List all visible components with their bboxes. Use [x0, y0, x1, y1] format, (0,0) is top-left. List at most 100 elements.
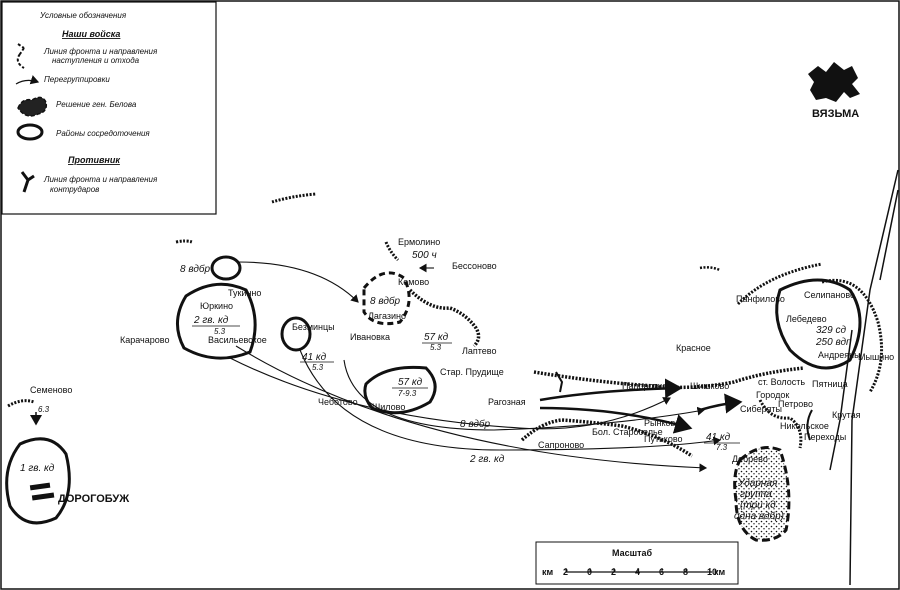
legend-title: Условные обозначения [39, 11, 127, 20]
area-329sd [775, 278, 862, 370]
place-star-prudishche: Стар. Прудище [440, 367, 504, 377]
place-bol-staroselye: Бол. Староселье [592, 427, 663, 437]
enemy-line [758, 399, 803, 449]
scale-frame [535, 541, 739, 585]
strike-group-area [733, 446, 791, 542]
legend-enemy-2: контрударов [50, 185, 99, 194]
vyazma-city: ВЯЗЬМА [808, 62, 860, 120]
dorogobuzh-block [31, 492, 55, 501]
scale-tick-label: 6 [659, 567, 664, 577]
vyazma-label: ВЯЗЬМА [812, 108, 859, 120]
enemy-strike-arrow [806, 409, 813, 441]
place-rynkovo: Рынково [644, 418, 680, 428]
unit-2gvkd-s: 2 гв. кд [469, 454, 505, 465]
area-1gvkd [5, 437, 71, 525]
legend-concentration: Районы сосредоточения [56, 129, 150, 138]
legend-belov: Решение ген. Белова [56, 100, 137, 109]
place-shilovo: Шилово [372, 402, 405, 412]
scale-unit-left: км [542, 567, 554, 577]
legend-enemy-header: Противник [68, 155, 120, 165]
unit-labels: 8 вдбр 2 гв. кд 5.3 41 кд 5.3 500 ч 8 вд… [20, 250, 852, 522]
scale-tick-label: 8 [683, 567, 688, 577]
regroup-arrow [299, 349, 722, 451]
place-ivanovka: Ивановка [350, 332, 390, 342]
place-vasilevskoe: Васильевское [208, 335, 267, 345]
regroup-arrow [229, 357, 671, 430]
concentration-symbol [16, 123, 44, 141]
attack-arrow [699, 393, 743, 414]
unit-500: 500 ч [412, 250, 437, 261]
enemy-line [7, 399, 35, 408]
place-st-volost: ст. Волость [758, 377, 805, 387]
enemy-line [736, 262, 823, 306]
place-pyatnitsa: Пятница [812, 379, 848, 389]
railway-line [849, 169, 899, 586]
legend-front-line-1: Линия фронта и направления [43, 47, 158, 56]
enemy-lines [7, 192, 884, 458]
unit-6-3: 6.3 [38, 405, 50, 414]
place-paporotnoe: Папоротное [622, 381, 672, 391]
unit-250vdp: 250 вдп [815, 337, 852, 348]
scale-unit-right: км [714, 567, 726, 577]
enemy-line-symbol [20, 171, 35, 193]
unit-8vdbr-center: 8 вдбр [370, 295, 400, 307]
enemy-line [271, 192, 317, 204]
front-line-symbol [16, 43, 25, 69]
unit-41kd-e-date: 7.3 [716, 443, 728, 452]
enemy-line [699, 266, 721, 272]
concentration-areas [5, 255, 862, 525]
unit-1gvkd: 1 гв. кд [20, 463, 55, 474]
legend-enemy-1: Линия фронта и направления [43, 175, 158, 184]
legend: Условные обозначения Наши войска Линия ф… [1, 1, 217, 215]
place-siberyaty: Сиберяты [740, 404, 782, 414]
place-debrevo: Дебрево [732, 454, 768, 464]
scale-tick-label: 2 [563, 567, 568, 577]
place-karacharovo: Карачарово [120, 335, 169, 345]
enemy-line [384, 241, 400, 262]
enemy-line [408, 288, 481, 348]
strike-group-line-2: группа [740, 489, 772, 500]
scale-tick-label: 4 [635, 567, 640, 577]
place-lagazino: Лагазино [368, 311, 406, 321]
unit-2gvkd-date: 5.3 [214, 327, 226, 336]
unit-57kd-a: 57 кд [424, 332, 449, 343]
place-myshino: Мышино [858, 352, 894, 362]
place-nikolskoe: Никольское [780, 421, 829, 431]
strike-group-line-4: одна вдбр) [734, 510, 784, 522]
regrouping-symbol [15, 75, 40, 85]
area-8vdbr-nw [210, 255, 242, 281]
place-ermolino: Ермолино [398, 237, 440, 247]
dorogobuzh-city: ДОРОГОБУЖ [29, 482, 129, 505]
dorogobuzh-block [29, 482, 51, 491]
strike-group-line-3: (три кд [740, 500, 776, 511]
place-krutaya: Крутая [832, 410, 861, 420]
enemy-strike-arrow [555, 371, 564, 393]
place-selipanovo: Селипаново [804, 290, 855, 300]
unit-2gvkd: 2 гв. кд [193, 315, 229, 326]
place-chebotovo: Чеботово [318, 397, 358, 407]
vyazma-shape [808, 62, 860, 102]
belov-decision-symbol [17, 96, 48, 117]
unit-8vdbr-s: 8 вдбр [460, 418, 490, 430]
enemy-line [533, 366, 805, 390]
place-sapronovo: Сапроново [538, 440, 584, 450]
place-komovo: Комово [398, 277, 429, 287]
unit-57kd-b: 57 кд [398, 377, 423, 388]
place-semenovo: Семеново [30, 385, 72, 395]
scale-tick-label: 2 [611, 567, 616, 577]
place-bezmintsy: Безминцы [292, 322, 335, 332]
place-laptevo: Лаптево [462, 346, 497, 356]
unit-8vdbr-nw: 8 вдбр [180, 263, 210, 275]
place-ragoznaya: Рагозная [488, 397, 526, 407]
place-pankfilovo: Панфилово [736, 294, 785, 304]
place-shishkovo: Шишково [690, 381, 729, 391]
place-yurkino: Юркино [200, 301, 233, 311]
enemy-line [821, 278, 884, 393]
attack-arrow [539, 406, 693, 434]
legend-front-line-2: наступления и отхода [52, 56, 140, 65]
scale-tick-label: 10 [707, 567, 717, 577]
place-krasnoe: Красное [676, 343, 711, 353]
